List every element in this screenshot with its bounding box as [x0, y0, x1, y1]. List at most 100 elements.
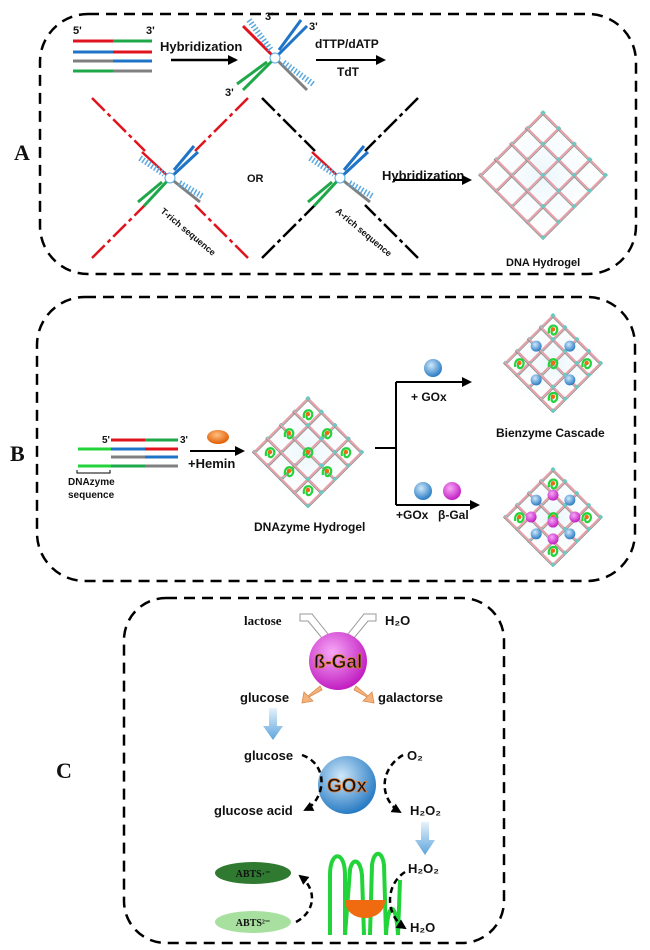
mesh-strand — [494, 157, 561, 224]
abts-oxidized — [215, 862, 291, 884]
or-label: OR — [247, 173, 264, 185]
h2o-in-arrow — [347, 613, 377, 639]
mesh-junction — [319, 409, 324, 414]
dnazyme-unit — [547, 478, 559, 490]
mesh-junction — [346, 436, 351, 441]
h2o-in-label: H₂O — [385, 613, 410, 628]
mesh-junction — [319, 490, 324, 495]
mesh-junction — [587, 157, 592, 162]
dnazyme-unit — [340, 447, 352, 459]
dnazyme-unit — [581, 512, 592, 524]
hybridization-label-1: Hybridization — [160, 39, 242, 54]
mesh-junction — [556, 188, 561, 193]
t-rich-label: T-rich sequence — [159, 206, 218, 258]
abts-red-label: ABTS²⁻ — [236, 918, 270, 929]
hemin-dot — [550, 481, 556, 486]
mesh-junction — [572, 173, 577, 177]
hemin-icon — [207, 430, 229, 444]
dnazyme-units — [264, 409, 352, 497]
mesh-junction — [572, 204, 577, 209]
mesh-junction — [562, 479, 567, 484]
dnazyme-units — [514, 324, 592, 403]
hemin-dot — [550, 548, 556, 553]
mesh-junction — [551, 408, 555, 413]
mesh-junction — [562, 396, 567, 401]
mesh-junction — [319, 463, 324, 468]
svg-text:3': 3' — [180, 435, 188, 446]
abts-reduced — [215, 911, 291, 933]
panel-b-border — [35, 295, 637, 583]
gox-particle — [564, 374, 576, 386]
mesh-strand — [515, 503, 567, 555]
hemin-dot — [584, 360, 589, 366]
gox-enzyme-label: GOx — [327, 776, 368, 797]
end-3-top: 3' — [265, 11, 274, 23]
mesh-junction — [541, 110, 545, 115]
dnazyme-hydrogel — [246, 390, 370, 514]
hemin-dot — [550, 327, 556, 332]
mesh-junction — [562, 503, 567, 508]
hemin-label: +Hemin — [188, 456, 235, 471]
dnazyme-unit — [547, 358, 559, 370]
hemin-dot — [343, 449, 349, 455]
bgal-enzyme-icon — [443, 482, 461, 500]
mesh-junction — [574, 384, 579, 389]
galactose-label: galactorse — [378, 690, 443, 705]
t-rich-junction — [91, 97, 249, 259]
bgal-particle — [569, 511, 581, 523]
svg-text:5': 5' — [73, 25, 82, 37]
dnazyme-unit — [302, 485, 314, 497]
dnazyme-unit — [581, 358, 592, 370]
mesh-junction — [541, 235, 545, 240]
mesh-junction — [562, 526, 567, 531]
panel-b-label: B — [10, 441, 25, 466]
mesh-junction — [586, 349, 591, 354]
mesh-strand — [503, 361, 555, 413]
mesh-strand — [552, 516, 603, 567]
bgal-particle — [547, 516, 559, 528]
dnazyme-unit — [302, 447, 314, 459]
branch-arrows — [375, 377, 480, 510]
gox-particle — [530, 528, 542, 540]
dnazyme-unit — [547, 324, 559, 336]
gox-particle — [564, 340, 576, 352]
gox-particle — [564, 494, 576, 506]
mesh-junction — [332, 450, 337, 454]
mesh-junction — [306, 423, 310, 428]
glucose-transfer-arrow — [263, 708, 283, 740]
mesh-junction — [556, 157, 561, 162]
gox-particle — [564, 528, 576, 540]
hemin-dot — [305, 411, 311, 417]
lactose-label: lactose — [244, 613, 282, 628]
strand-set-b: 5' 3' — [76, 435, 188, 474]
gox-label: + GOx — [411, 390, 447, 404]
mesh-junction — [541, 173, 545, 177]
glucose-out-arrow — [301, 685, 323, 704]
bgal-particle — [525, 511, 537, 523]
mesh-junction — [306, 396, 310, 401]
hemin-dot — [324, 430, 330, 436]
bgal-enzyme-label: ß-Gal — [314, 652, 363, 673]
glucose-label-1: glucose — [240, 690, 289, 705]
panel-c-label: C — [56, 758, 72, 783]
mesh-strand — [478, 172, 546, 240]
svg-text:3': 3' — [146, 25, 155, 37]
mesh-junction — [574, 491, 579, 496]
a-rich-label: A-rich sequence — [334, 206, 394, 259]
mesh-strand — [503, 516, 554, 567]
h2o2-dashed-arrow — [388, 870, 407, 930]
dnazyme-unit — [514, 358, 525, 370]
mesh-junction — [586, 372, 591, 377]
four-way-junction: 3' 3' 3' — [225, 11, 318, 99]
h2o2-transfer-arrow — [415, 822, 435, 855]
hemin-dot — [517, 514, 522, 520]
bgal-particles — [525, 489, 581, 545]
mesh-junction — [319, 436, 324, 441]
mesh-junction — [562, 372, 567, 377]
glucose-label-2: glucose — [244, 748, 293, 763]
h2o-out-label: H₂O — [410, 920, 435, 935]
mesh-junction — [556, 126, 561, 131]
galactose-out-arrow — [353, 685, 375, 704]
mesh-junction — [541, 204, 545, 209]
dnazyme-sequence-label-1: DNAzyme — [68, 477, 115, 488]
